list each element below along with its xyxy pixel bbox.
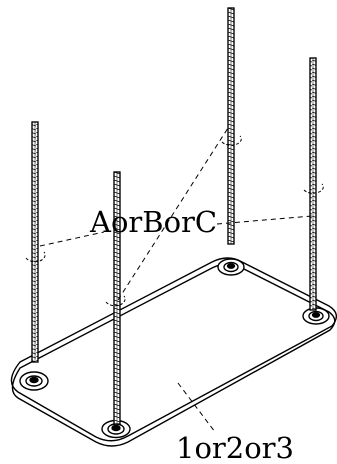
rod-front: [113, 171, 121, 425]
plate-options-label: 1or2or3: [176, 431, 294, 464]
base-plate: [10, 257, 337, 447]
foot-right: [302, 307, 330, 325]
rod-back: [227, 7, 235, 245]
rotate-icon-left: [25, 251, 46, 263]
rod-options-label: AorBorC: [89, 205, 217, 239]
threaded-rods: [31, 7, 317, 425]
rod-left: [31, 121, 39, 363]
foot-back: [217, 258, 245, 276]
foot-left: [19, 371, 49, 391]
rotate-icon-front: [105, 295, 126, 307]
rotation-arrows: [25, 135, 324, 307]
rotate-icon-right: [303, 183, 324, 194]
rod-right: [309, 57, 317, 311]
leader-lines: [39, 127, 313, 433]
plate-feet: [19, 258, 330, 439]
rotate-icon-back: [221, 135, 242, 146]
